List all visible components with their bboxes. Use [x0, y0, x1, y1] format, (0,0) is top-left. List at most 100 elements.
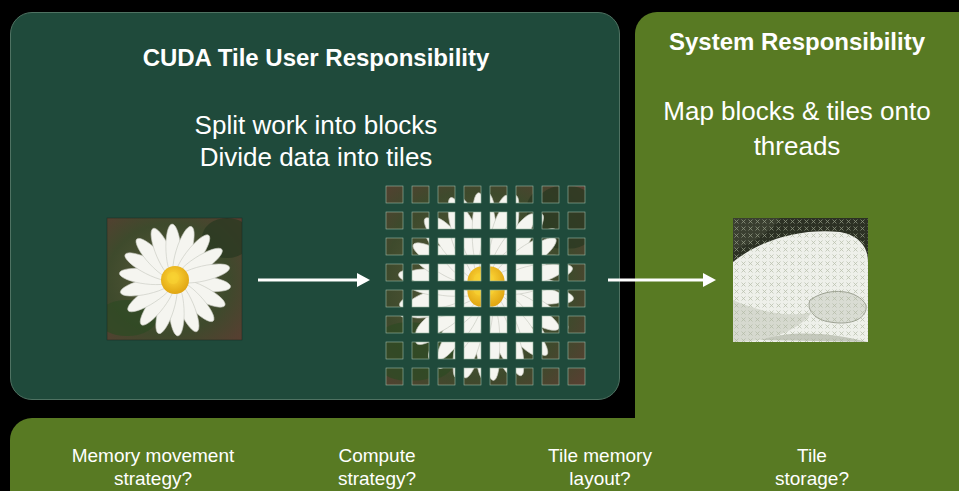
image-tile [439, 195, 595, 331]
image-tile [430, 240, 586, 376]
tile-grid [376, 186, 595, 385]
tile-border [438, 264, 455, 281]
tile-border [490, 186, 507, 203]
tile-border [542, 368, 559, 385]
tile-border [516, 264, 533, 281]
tile-border [516, 186, 533, 203]
image-tile [385, 231, 541, 367]
image-tile [412, 186, 568, 322]
tile-border [464, 290, 481, 307]
flow-arrow [258, 273, 370, 287]
tile-border [412, 264, 429, 281]
tile-border [568, 290, 585, 307]
image-tile [439, 249, 595, 385]
image-tile [439, 231, 595, 367]
zoomed-tile [733, 218, 868, 342]
tile-border [438, 290, 455, 307]
image-tile [394, 195, 550, 331]
tile-border [490, 238, 507, 255]
image-tile [421, 231, 577, 367]
image-tile [403, 222, 559, 358]
image-tile [385, 186, 541, 322]
open-question: Memory movement strategy? [61, 444, 246, 490]
tile-border [516, 368, 533, 385]
image-tile [385, 240, 541, 376]
tile-border [490, 342, 507, 359]
tile-border [386, 238, 403, 255]
open-question: Tile storage? [762, 444, 862, 490]
image-tile [376, 195, 532, 331]
tile-border [516, 290, 533, 307]
photo-frame [107, 218, 242, 340]
tile-border [568, 316, 585, 333]
image-tile [421, 249, 577, 385]
image-tile [412, 249, 568, 385]
tile-border [412, 342, 429, 359]
tile-border [490, 290, 507, 307]
tile-border [464, 342, 481, 359]
image-tile [385, 249, 541, 385]
image-tile [376, 222, 532, 358]
image-tile [394, 249, 550, 385]
tile-border [438, 186, 455, 203]
tile-border [568, 186, 585, 203]
image-tile [385, 204, 541, 340]
image-tile [403, 195, 559, 331]
tile-border [386, 212, 403, 229]
image-tile [430, 249, 586, 385]
open-question: Tile memory layout? [525, 444, 675, 490]
tile-border [568, 264, 585, 281]
tile-border [516, 212, 533, 229]
tile-border [412, 368, 429, 385]
image-tile [412, 195, 568, 331]
panel-body: Map blocks & tiles onto threads [645, 94, 949, 164]
system-panel: System ResponsibilityMap blocks & tiles … [635, 12, 959, 419]
tile-border [516, 238, 533, 255]
panel-title: CUDA Tile User Responsibility [21, 43, 611, 73]
image-tile [412, 204, 568, 340]
image-tile [403, 186, 559, 322]
image-tile [394, 204, 550, 340]
tile-border [438, 212, 455, 229]
image-tile [421, 186, 577, 322]
image-tile [385, 195, 541, 331]
image-tile [412, 213, 568, 349]
tile-border [568, 342, 585, 359]
tile-border [568, 238, 585, 255]
image-tile [421, 222, 577, 358]
image-tile [412, 240, 568, 376]
tile-border [516, 342, 533, 359]
tile-border [386, 342, 403, 359]
tile-border [542, 290, 559, 307]
image-tile [430, 231, 586, 367]
image-tile [430, 213, 586, 349]
tile-border [490, 316, 507, 333]
image-tile [376, 213, 532, 349]
flower-photo [107, 218, 242, 340]
tile-border [464, 264, 481, 281]
tile-border [568, 368, 585, 385]
image-tile [376, 186, 532, 322]
image-tile [376, 249, 532, 385]
tile-border [438, 316, 455, 333]
tile-border [386, 264, 403, 281]
image-tile [421, 213, 577, 349]
tile-border [542, 264, 559, 281]
tile-border [542, 186, 559, 203]
panel-body: Split work into blocks [21, 109, 611, 141]
image-tile [421, 240, 577, 376]
tile-border [412, 238, 429, 255]
tile-border [542, 316, 559, 333]
image-tile [439, 204, 595, 340]
tile-border [464, 316, 481, 333]
image-tile [439, 186, 595, 322]
image-tile [403, 249, 559, 385]
image-tile [439, 213, 595, 349]
flow-arrow [608, 273, 716, 287]
image-tile [394, 213, 550, 349]
user-panel: CUDA Tile User ResponsibilitySplit work … [10, 12, 620, 400]
tile-border [386, 368, 403, 385]
tile-border [490, 264, 507, 281]
image-tile [412, 222, 568, 358]
